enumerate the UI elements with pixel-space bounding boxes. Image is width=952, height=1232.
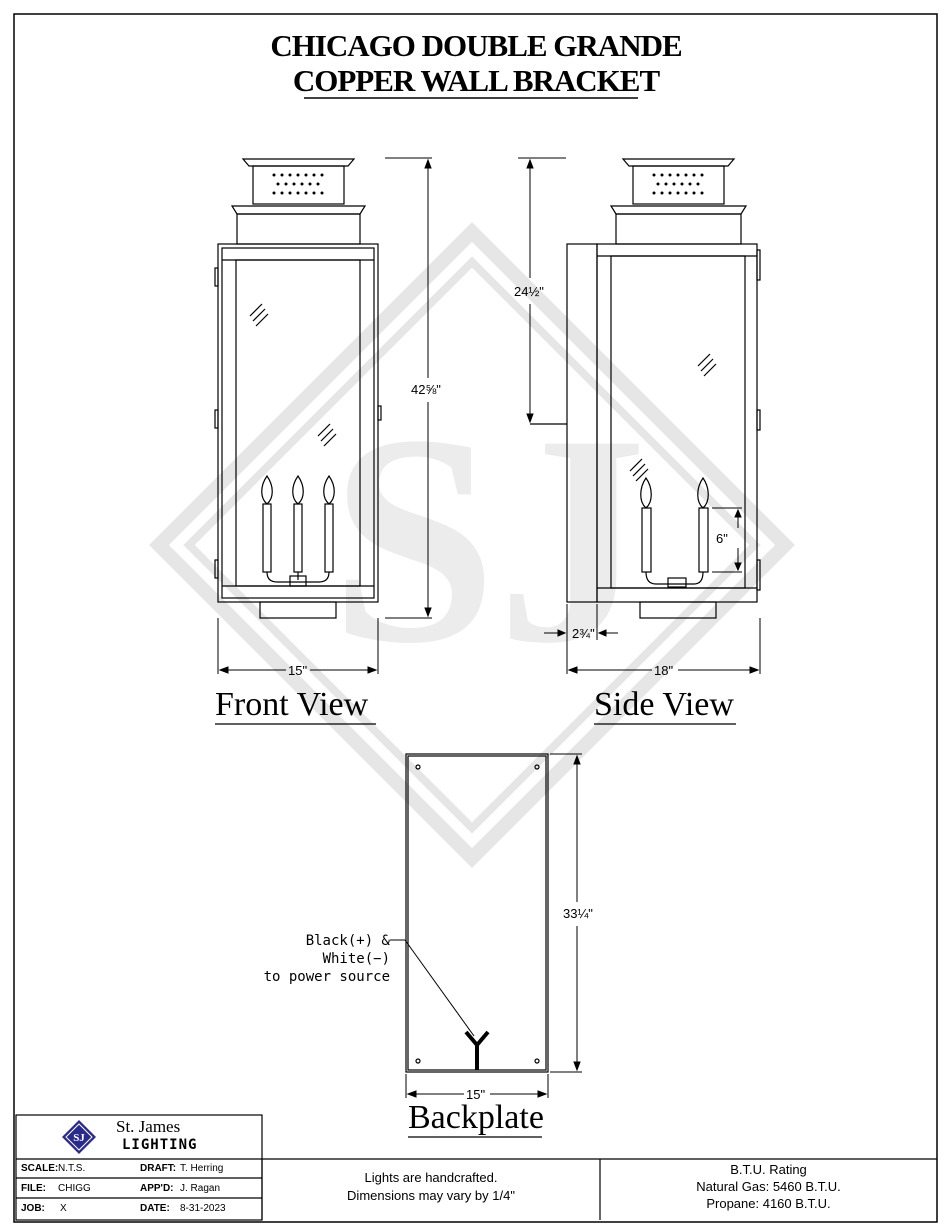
side-dimension-lines xyxy=(518,157,761,674)
company-subname: LIGHTING xyxy=(122,1137,198,1153)
job-value: X xyxy=(60,1203,67,1214)
file-value: CHIGG xyxy=(58,1183,91,1194)
side-width-dimension: 18" xyxy=(654,663,674,678)
wiring-note-line2: to power source xyxy=(263,969,390,985)
side-candle-dimension: 6" xyxy=(716,531,728,546)
scale-label: SCALE: xyxy=(21,1163,59,1174)
title-block-frame xyxy=(15,1114,937,1221)
handcrafted-note-line1: Lights are handcrafted. xyxy=(364,1170,498,1185)
watermark-logo: SJ xyxy=(149,222,795,868)
side-view-drawing xyxy=(530,158,761,619)
handcrafted-note: Lights are handcrafted. Dimensions may v… xyxy=(262,1169,600,1205)
drawing-title-line2: COPPER WALL BRACKET xyxy=(292,63,660,98)
front-dimension-lines xyxy=(217,157,432,674)
company-name: St. James xyxy=(116,1117,181,1136)
front-width-dimension: 15" xyxy=(288,663,308,678)
job-label: JOB: xyxy=(21,1203,45,1214)
page-border xyxy=(13,13,938,1223)
drawing-title-line1: CHICAGO DOUBLE GRANDE xyxy=(270,28,682,63)
backplate-dimension-lines xyxy=(405,753,582,1098)
logo-text: SJ xyxy=(73,1132,85,1144)
front-view-label: Front View xyxy=(215,686,369,723)
backplate-label: Backplate xyxy=(408,1099,544,1136)
date-value: 8-31-2023 xyxy=(180,1203,226,1214)
backplate-height-dimension: 33¼" xyxy=(563,906,593,921)
btu-title: B.T.U. Rating xyxy=(730,1162,807,1177)
btu-natural-gas: Natural Gas: 5460 B.T.U. xyxy=(696,1179,841,1194)
draft-label: DRAFT: xyxy=(140,1163,177,1174)
appd-label: APP'D: xyxy=(140,1183,174,1194)
backplate-drawing xyxy=(390,753,549,1073)
side-upper-dimension: 24½" xyxy=(514,284,544,299)
front-height-dimension: 42⅝" xyxy=(411,382,441,397)
svg-text:SJ: SJ xyxy=(330,373,647,705)
draft-value: T. Herring xyxy=(180,1163,224,1174)
date-label: DATE: xyxy=(140,1203,170,1214)
company-logo-icon: SJ xyxy=(62,1120,96,1154)
wiring-note-line1: Black(+) & White(−) xyxy=(305,933,390,967)
handcrafted-note-line2: Dimensions may vary by 1/4" xyxy=(347,1188,515,1203)
side-view-label: Side View xyxy=(594,686,734,723)
scale-value: N.T.S. xyxy=(58,1163,86,1174)
front-view-drawing xyxy=(214,158,382,619)
side-offset-dimension: 2¾" xyxy=(572,626,595,641)
backplate-width-dimension: 15" xyxy=(466,1087,486,1102)
btu-rating-block: B.T.U. Rating Natural Gas: 5460 B.T.U. P… xyxy=(600,1161,937,1212)
appd-value: J. Ragan xyxy=(180,1183,221,1194)
btu-propane: Propane: 4160 B.T.U. xyxy=(706,1196,831,1211)
file-label: FILE: xyxy=(21,1183,46,1194)
wiring-note: Black(+) & White(−) to power source xyxy=(230,932,390,986)
